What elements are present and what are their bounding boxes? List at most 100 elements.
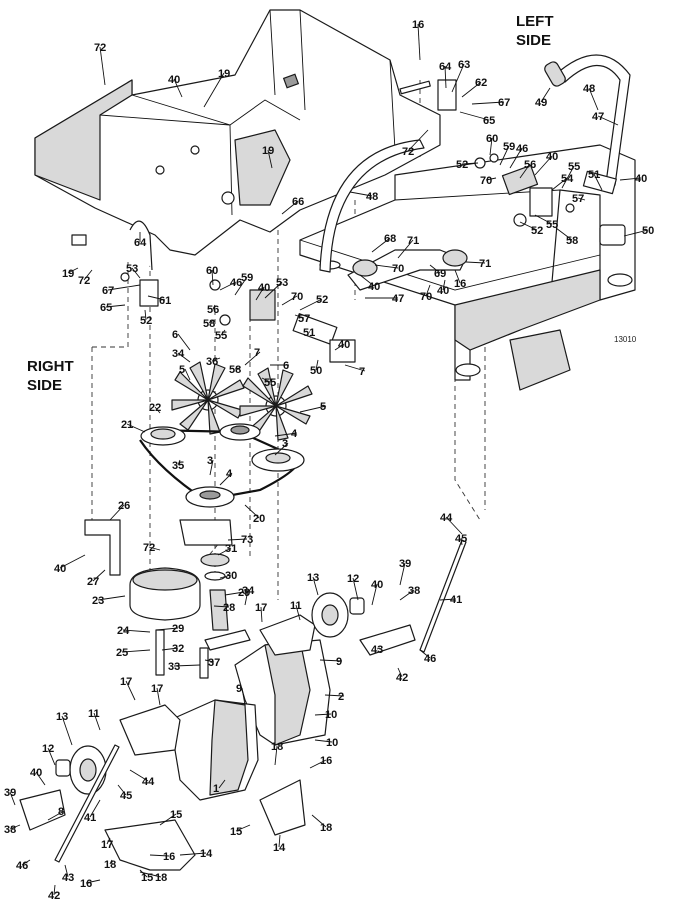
callout-leader-line — [425, 284, 431, 297]
callout-leader-line — [314, 713, 332, 716]
part-callout-number: 18 — [320, 822, 332, 834]
callout-leader-line — [519, 163, 531, 179]
callout-leader-line — [371, 237, 391, 253]
part-callout-number: 3 — [282, 438, 288, 450]
callout-leader-line — [623, 229, 649, 237]
part-callout-number: 3 — [207, 455, 213, 467]
callout-leader-line — [299, 405, 327, 413]
part-callout-number: 51 — [588, 169, 600, 181]
part-callout-number: 50 — [642, 225, 654, 237]
part-callout-number: 18 — [104, 859, 116, 871]
part-callout-number: 56 — [207, 304, 219, 316]
callout-leader-line — [109, 504, 125, 521]
part-callout-number: 40 — [371, 579, 383, 591]
part-callout-number: 5 — [179, 364, 185, 376]
callout-leader-line — [445, 516, 463, 535]
part-callout-number: 38 — [408, 585, 420, 597]
callout-leader-line — [588, 87, 599, 111]
callout-leader-line — [35, 771, 46, 786]
callout-leader-line — [209, 459, 214, 476]
callout-leader-line — [555, 227, 573, 241]
part-callout-number: 73 — [241, 534, 253, 546]
callout-leader-line — [220, 329, 226, 336]
part-callout-number: 29 — [172, 623, 184, 635]
part-callout-number: 70 — [480, 175, 492, 187]
callout-leader-line — [471, 101, 505, 105]
part-callout-number: 32 — [172, 643, 184, 655]
callout-leader-line — [131, 267, 141, 279]
part-callout-number: 70 — [420, 291, 432, 303]
part-callout-number: 71 — [407, 235, 419, 247]
part-callout-number: 14 — [200, 848, 213, 860]
part-callout-number: 34 — [172, 348, 185, 360]
part-callout-number: 40 — [30, 767, 42, 779]
callout-leader-line — [454, 269, 461, 284]
callout-leader-line — [99, 46, 106, 86]
right-linkage-hardware — [71, 220, 356, 363]
part-callout-number: 43 — [62, 872, 74, 884]
callout-leader-line — [144, 309, 147, 321]
part-callout-number: 64 — [134, 237, 147, 249]
part-callout-number: 52 — [140, 315, 152, 327]
part-callout-number: 40 — [437, 285, 449, 297]
callout-leader-line — [439, 598, 457, 601]
part-callout-number: 2 — [338, 691, 344, 703]
part-callout-number: 48 — [583, 83, 595, 95]
part-callout-number: 21 — [121, 419, 133, 431]
part-callout-number: 10 — [325, 709, 337, 721]
part-callout-number: 14 — [273, 842, 286, 854]
callout-leader-line — [489, 137, 493, 156]
callout-leader-line — [161, 647, 179, 651]
part-callout-number: 10 — [326, 737, 338, 749]
callout-leader-line — [352, 577, 359, 601]
part-callout-number: 47 — [392, 293, 404, 305]
callout-leader-line — [551, 177, 568, 191]
callout-leader-line — [399, 562, 406, 586]
part-callout-number: 62 — [475, 77, 487, 89]
part-callout-number: 43 — [371, 644, 383, 656]
part-callout-number: 17 — [255, 602, 267, 614]
callout-leader-line — [203, 72, 225, 108]
part-callout-number: 17 — [151, 683, 163, 695]
callout-leader-line — [461, 81, 482, 98]
callout-leader-line — [534, 155, 553, 176]
callout-leader-line — [359, 274, 375, 287]
part-callout-number: 28 — [223, 602, 235, 614]
callout-leader-line — [344, 364, 366, 372]
callout-leader-line — [219, 281, 237, 291]
part-callout-number: 23 — [92, 595, 104, 607]
part-callout-number: 72 — [94, 42, 106, 54]
callout-leader-line — [295, 604, 301, 621]
callout-leader-line — [255, 286, 265, 301]
callout-leader-line — [211, 269, 214, 286]
part-callout-number: 16 — [163, 851, 175, 863]
part-callout-number: 40 — [168, 74, 180, 86]
callout-leader-line — [397, 239, 414, 259]
left-hydro-transmission — [55, 699, 259, 801]
part-callout-number: 52 — [531, 225, 543, 237]
part-callout-number: 35 — [172, 460, 184, 472]
part-callout-number: 47 — [592, 111, 604, 123]
part-callout-number: 72 — [143, 542, 155, 554]
part-callout-number: 52 — [456, 159, 468, 171]
callout-leader-line — [334, 343, 345, 351]
part-callout-number: 59 — [503, 141, 515, 153]
callout-leader-line — [593, 173, 603, 191]
part-callout-number: 51 — [303, 327, 315, 339]
part-callout-number: 42 — [48, 890, 60, 902]
left-linkage-hardware — [347, 79, 626, 291]
callout-leader-line — [461, 162, 479, 165]
part-callout-number: 42 — [396, 672, 408, 684]
part-callout-number: 58 — [566, 235, 578, 247]
part-callout-number: 55 — [264, 377, 276, 389]
part-callout-number: 44 — [440, 512, 453, 524]
callout-leader-line — [92, 569, 106, 582]
part-callout-number: 57 — [298, 313, 310, 325]
callout-leader-line — [460, 537, 463, 546]
callout-leader-line — [184, 368, 191, 381]
callout-leader-line — [177, 459, 181, 466]
part-callout-number: 6 — [283, 360, 289, 372]
callout-leader-line — [224, 591, 245, 596]
part-callout-number: 38 — [4, 824, 16, 836]
part-callout-number: 8 — [58, 806, 64, 818]
